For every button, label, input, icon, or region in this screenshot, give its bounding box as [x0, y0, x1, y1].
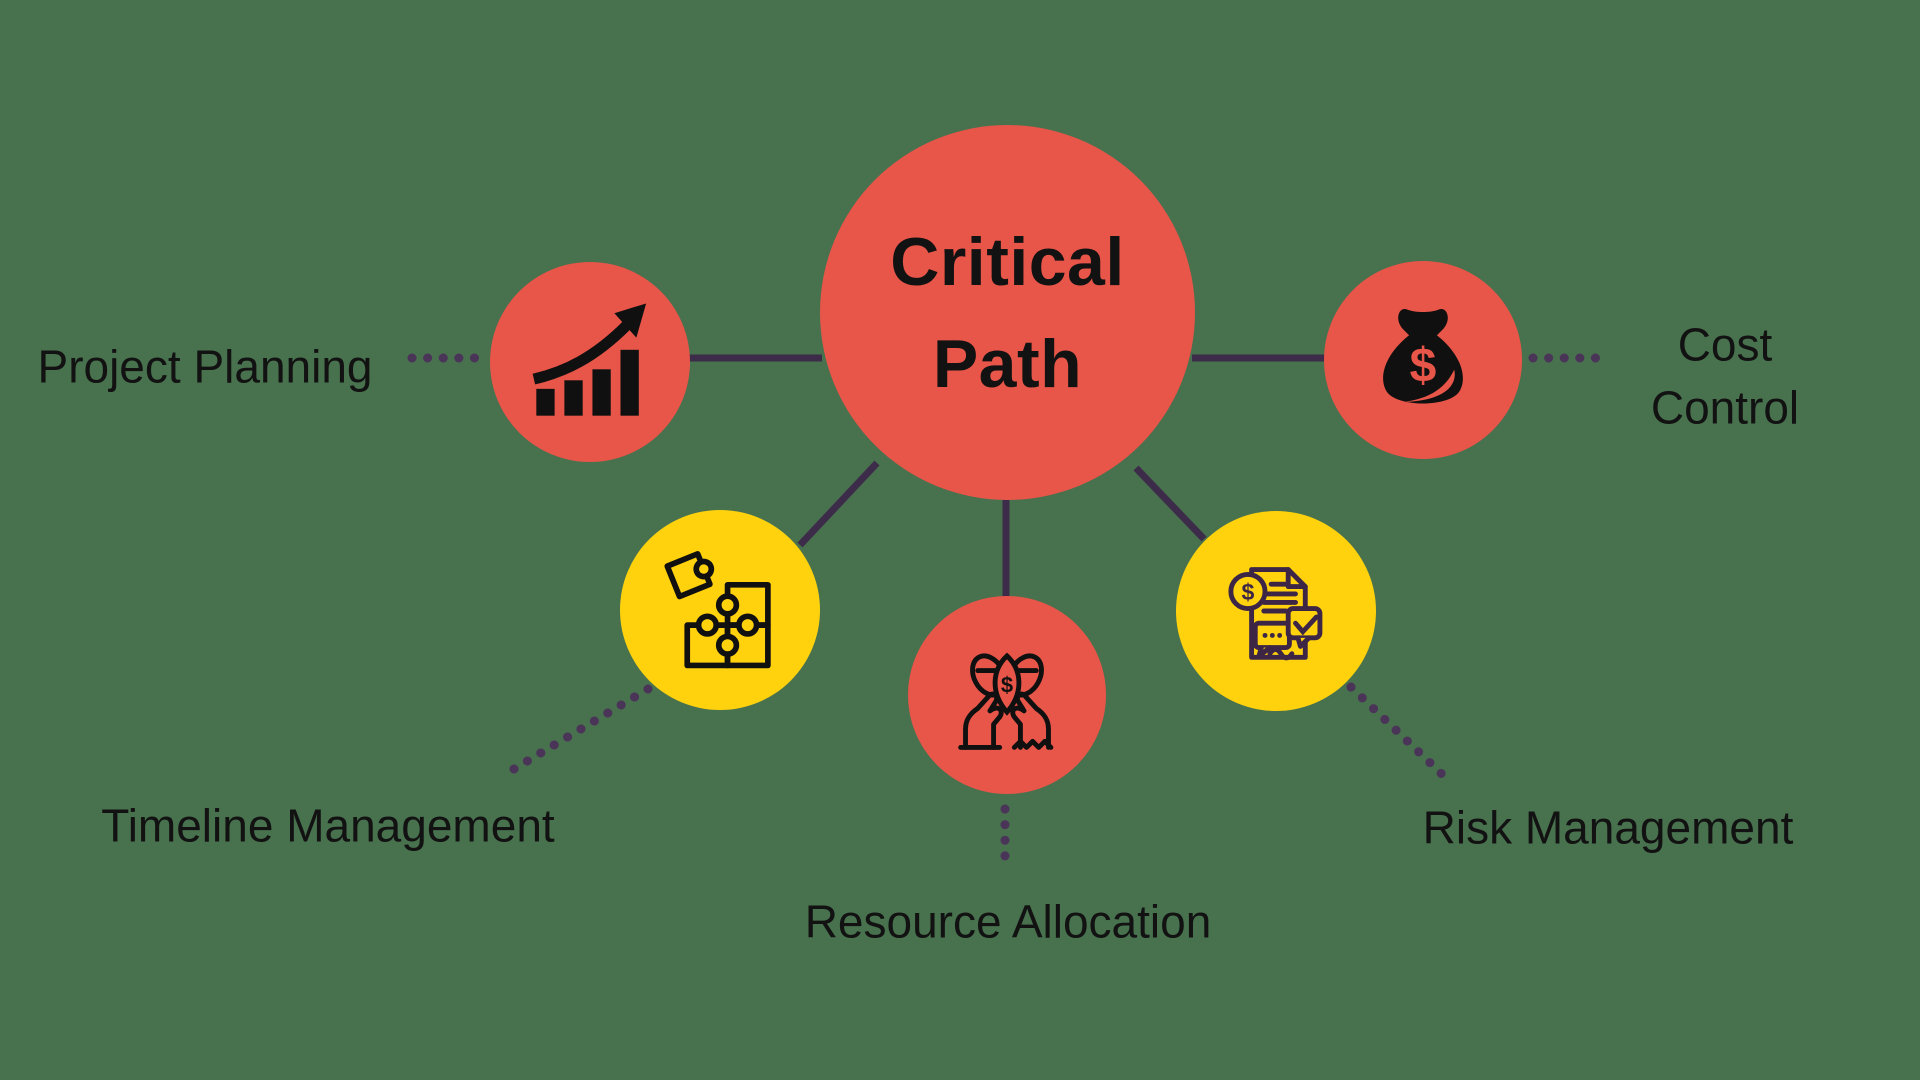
label-resource-allocation: Resource Allocation: [804, 895, 1212, 948]
bar-chart-growth-icon: [532, 303, 647, 416]
money-bag-icon: $: [1383, 308, 1463, 404]
label-project-planning: Project Planning: [37, 340, 373, 393]
puzzle-pieces-icon: [664, 551, 771, 669]
solid-connector-risk-management: [1133, 465, 1207, 542]
dollar-glyph: $: [1410, 340, 1437, 393]
node-project-planning: [490, 262, 690, 462]
dotted-connector-risk-management: [1346, 682, 1453, 785]
financial-document-check-icon: $: [1228, 567, 1323, 661]
center-title-line1: Critical: [890, 223, 1125, 300]
dollar-glyph: $: [1001, 673, 1013, 698]
label-timeline-management: Timeline Management: [101, 799, 555, 852]
hands-holding-money-icon: $: [958, 652, 1054, 750]
label-risk-management: Risk Management: [1422, 801, 1794, 854]
node-cost-control: $: [1324, 261, 1522, 459]
solid-connector-timeline-management: [797, 460, 880, 548]
node-critical-path: Critical Path: [820, 125, 1195, 500]
node-timeline-management: [620, 510, 820, 710]
center-title: Critical Path: [890, 211, 1125, 415]
center-title-line2: Path: [932, 325, 1083, 402]
label-cost-control-line2: Control: [1650, 382, 1800, 434]
dollar-glyph: $: [1241, 579, 1254, 605]
node-risk-management: $: [1176, 511, 1376, 711]
dotted-connector-timeline-management: [509, 684, 653, 774]
label-cost-control-line1: Cost: [1677, 318, 1773, 371]
label-cost-control: Cost Control: [1651, 314, 1799, 441]
node-resource-allocation: $: [908, 596, 1106, 794]
